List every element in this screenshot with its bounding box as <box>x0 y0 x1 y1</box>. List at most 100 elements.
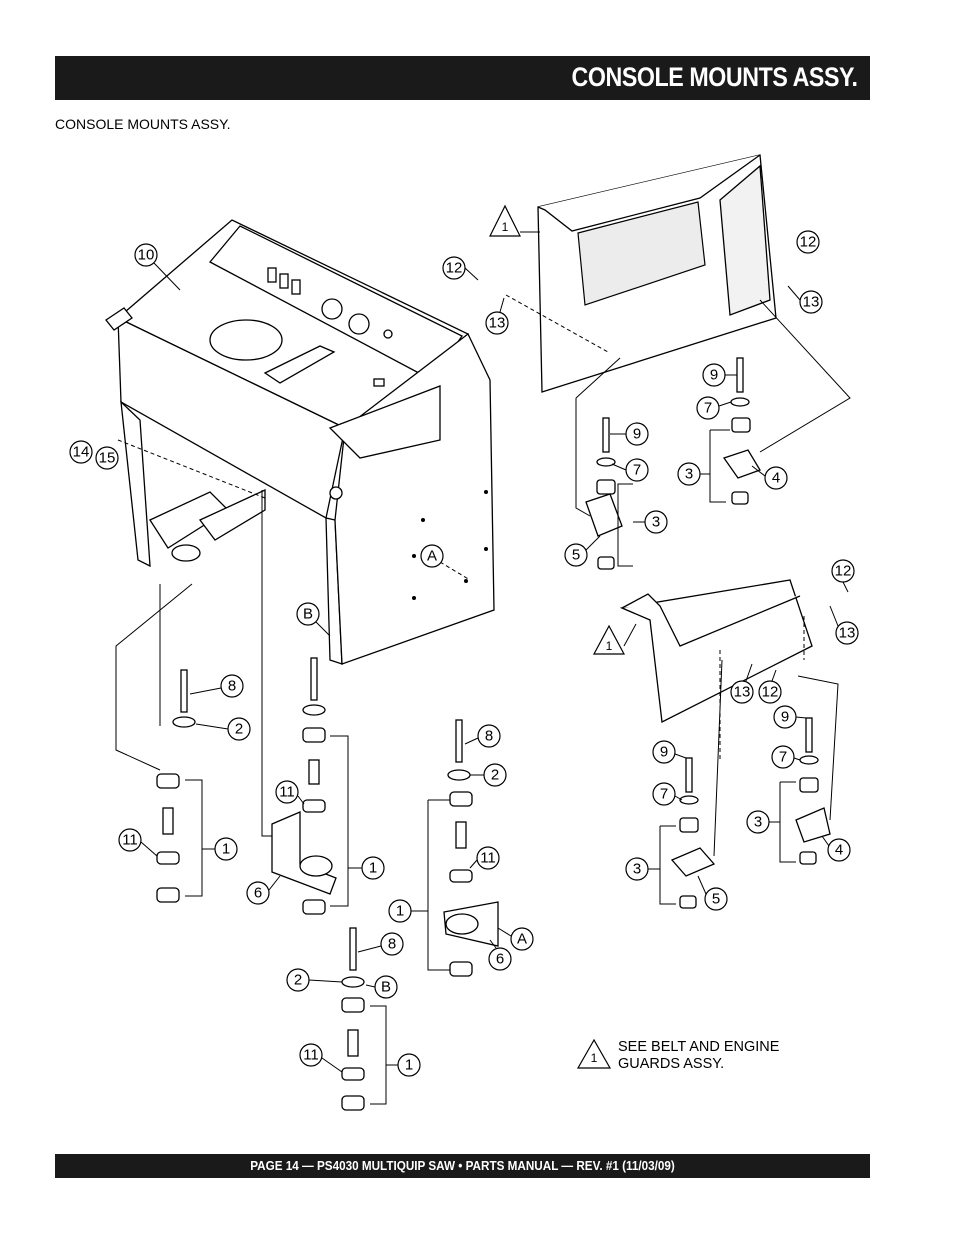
svg-text:6: 6 <box>254 885 262 902</box>
svg-text:1: 1 <box>396 903 404 920</box>
svg-text:10: 10 <box>138 247 155 264</box>
callout-13: 13 <box>730 680 754 704</box>
callout-12: 12 <box>831 559 855 583</box>
callout-11: 11 <box>476 846 500 870</box>
svg-text:13: 13 <box>803 294 820 311</box>
figure-subtitle: CONSOLE MOUNTS ASSY. <box>55 116 231 132</box>
lower-mount-stacks <box>670 717 831 909</box>
svg-text:B: B <box>303 606 313 623</box>
callout-1: 1 <box>388 899 412 923</box>
callout-B: B <box>296 602 320 626</box>
svg-text:9: 9 <box>710 367 718 384</box>
callout-13: 13 <box>485 311 509 335</box>
lower-guard-panel <box>619 579 813 724</box>
callout-A: A <box>420 544 444 568</box>
svg-text:7: 7 <box>779 749 787 766</box>
callout-1: 1 <box>214 837 238 861</box>
svg-text:9: 9 <box>660 744 668 761</box>
upper-mount-stacks <box>585 357 761 570</box>
note-line-2: GUARDS ASSY. <box>618 1056 725 1072</box>
svg-text:15: 15 <box>99 450 116 467</box>
svg-text:6: 6 <box>496 951 504 968</box>
upper-guard-panel <box>537 154 777 393</box>
callout-8: 8 <box>477 724 501 748</box>
svg-text:12: 12 <box>835 563 852 580</box>
svg-text:14: 14 <box>73 444 90 461</box>
svg-text:12: 12 <box>800 234 817 251</box>
callout-11: 11 <box>275 780 299 804</box>
svg-text:2: 2 <box>491 767 499 784</box>
callout-7: 7 <box>625 458 649 482</box>
callout-11: 11 <box>118 828 142 852</box>
callout-9: 9 <box>625 422 649 446</box>
svg-text:1: 1 <box>405 1057 413 1074</box>
svg-text:5: 5 <box>572 547 580 564</box>
svg-text:A: A <box>517 931 527 948</box>
callout-A: A <box>510 927 534 951</box>
note-line-1: SEE BELT AND ENGINE <box>618 1039 780 1055</box>
callout-13: 13 <box>835 621 859 645</box>
svg-text:13: 13 <box>734 684 751 701</box>
callout-4: 4 <box>764 466 788 490</box>
lower-left-stacks <box>156 657 499 1111</box>
callout-6: 6 <box>488 947 512 971</box>
svg-text:11: 11 <box>279 784 295 801</box>
callout-7: 7 <box>696 396 720 420</box>
callout-12: 12 <box>758 680 782 704</box>
callout-9: 9 <box>652 740 676 764</box>
svg-text:3: 3 <box>685 466 693 483</box>
svg-text:7: 7 <box>660 786 668 803</box>
callout-7: 7 <box>771 745 795 769</box>
callout-3: 3 <box>625 857 649 881</box>
callout-12: 12 <box>442 256 466 280</box>
svg-text:8: 8 <box>228 678 236 695</box>
svg-text:9: 9 <box>633 426 641 443</box>
callout-1: 1 <box>397 1053 421 1077</box>
callout-4: 4 <box>827 838 851 862</box>
title-bar: CONSOLE MOUNTS ASSY. <box>55 56 870 100</box>
svg-text:1: 1 <box>591 1051 598 1065</box>
callout-12: 12 <box>796 230 820 254</box>
callout-7: 7 <box>652 782 676 806</box>
callout-9: 9 <box>773 705 797 729</box>
svg-text:1: 1 <box>369 860 377 877</box>
svg-text:11: 11 <box>480 850 496 867</box>
note-text: SEE BELT AND ENGINE GUARDS ASSY. <box>618 1039 779 1073</box>
svg-text:A: A <box>427 548 437 565</box>
page-title: CONSOLE MOUNTS ASSY. <box>572 62 858 92</box>
callout-13: 13 <box>799 290 823 314</box>
svg-text:3: 3 <box>633 861 641 878</box>
svg-text:3: 3 <box>754 814 762 831</box>
callout-1: 1 <box>361 856 385 880</box>
callout-2: 2 <box>483 763 507 787</box>
callout-B: B <box>374 975 398 999</box>
callout-6: 6 <box>246 881 270 905</box>
svg-text:1: 1 <box>606 639 613 653</box>
svg-text:7: 7 <box>633 462 641 479</box>
svg-text:11: 11 <box>303 1047 319 1064</box>
note-triangle: 1 <box>576 1038 612 1069</box>
callout-15: 15 <box>95 446 119 470</box>
svg-text:9: 9 <box>781 709 789 726</box>
svg-text:8: 8 <box>485 728 493 745</box>
svg-text:5: 5 <box>712 891 720 908</box>
svg-text:1: 1 <box>222 841 230 858</box>
callout-14: 14 <box>69 440 93 464</box>
callout-2: 2 <box>286 968 310 992</box>
svg-text:7: 7 <box>704 400 712 417</box>
svg-text:12: 12 <box>762 684 779 701</box>
console-body <box>105 219 495 665</box>
callout-11: 11 <box>299 1043 323 1067</box>
callout-9: 9 <box>702 363 726 387</box>
callout-10: 10 <box>134 243 158 267</box>
callout-8: 8 <box>220 674 244 698</box>
svg-text:2: 2 <box>294 972 302 989</box>
svg-text:1: 1 <box>502 220 509 234</box>
reference-triangle: 1 <box>489 204 521 237</box>
svg-text:2: 2 <box>235 721 243 738</box>
svg-text:13: 13 <box>839 625 856 642</box>
footer-bar: PAGE 14 — PS4030 MULTIQUIP SAW • PARTS M… <box>55 1154 870 1178</box>
callout-3: 3 <box>746 810 770 834</box>
svg-text:B: B <box>381 979 391 996</box>
